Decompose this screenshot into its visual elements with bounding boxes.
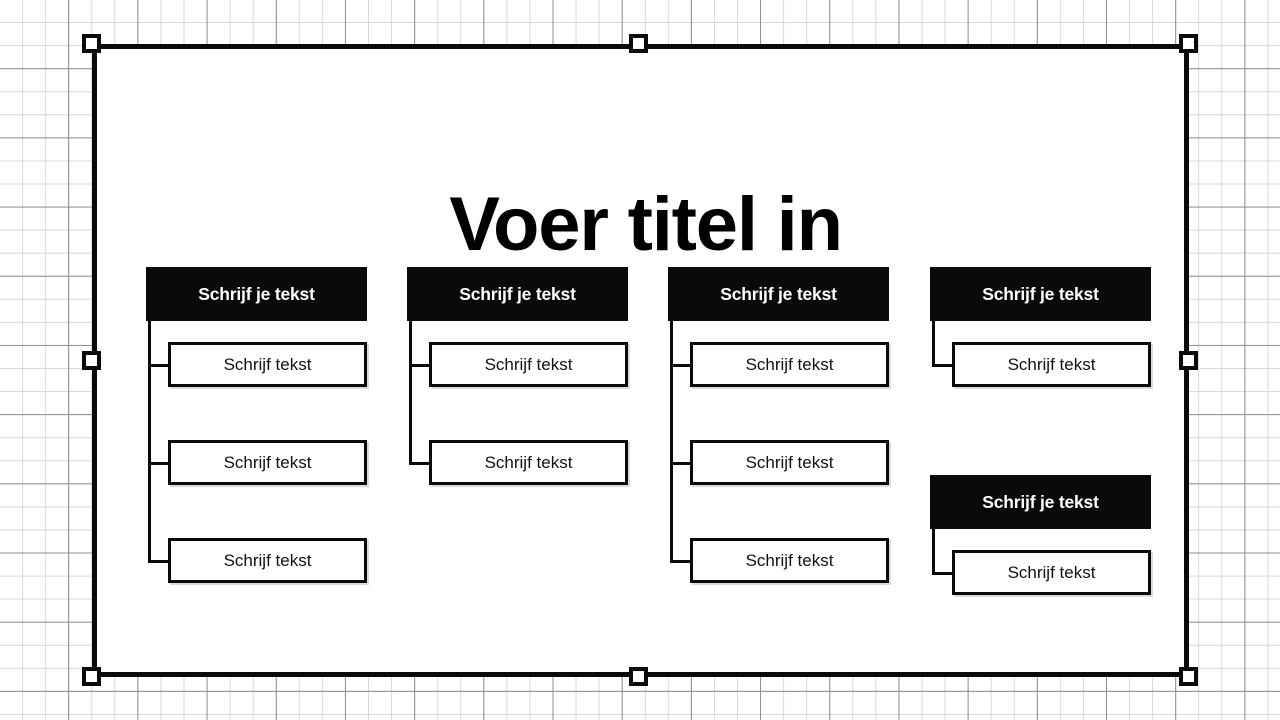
connector-trunk	[409, 321, 412, 463]
child-node[interactable]: Schrijf tekst	[690, 342, 889, 387]
connector-branch	[670, 560, 692, 563]
selection-handle-top-left[interactable]	[82, 34, 101, 53]
connector-branch	[932, 364, 954, 367]
connector-trunk	[932, 321, 935, 366]
child-node[interactable]: Schrijf tekst	[429, 342, 628, 387]
child-node[interactable]: Schrijf tekst	[690, 538, 889, 583]
connector-trunk	[670, 321, 673, 561]
child-node[interactable]: Schrijf tekst	[429, 440, 628, 485]
connector-branch	[148, 462, 170, 465]
connector-branch	[409, 462, 431, 465]
child-node[interactable]: Schrijf tekst	[952, 342, 1151, 387]
org-chart-diagram[interactable]: Schrijf je tekst Schrijf tekst Schrijf t…	[97, 49, 1194, 682]
selection-handle-middle-right[interactable]	[1179, 351, 1198, 370]
child-node[interactable]: Schrijf tekst	[952, 550, 1151, 595]
group-header-node[interactable]: Schrijf je tekst	[668, 267, 889, 321]
selection-handle-top-right[interactable]	[1179, 34, 1198, 53]
connector-branch	[932, 572, 954, 575]
child-node[interactable]: Schrijf tekst	[168, 342, 367, 387]
selection-handle-top-center[interactable]	[629, 34, 648, 53]
connector-trunk	[932, 529, 935, 574]
group-header-node[interactable]: Schrijf je tekst	[930, 267, 1151, 321]
group-header-node[interactable]: Schrijf je tekst	[146, 267, 367, 321]
connector-branch	[409, 364, 431, 367]
connector-branch	[670, 462, 692, 465]
connector-branch	[670, 364, 692, 367]
connector-branch	[148, 364, 170, 367]
page-title[interactable]: Voer titel in	[449, 182, 843, 267]
selection-handle-bottom-center[interactable]	[629, 667, 648, 686]
selection-handle-bottom-left[interactable]	[82, 667, 101, 686]
child-node[interactable]: Schrijf tekst	[168, 440, 367, 485]
selection-handle-bottom-right[interactable]	[1179, 667, 1198, 686]
selection-handle-middle-left[interactable]	[82, 351, 101, 370]
child-node[interactable]: Schrijf tekst	[168, 538, 367, 583]
group-header-node[interactable]: Schrijf je tekst	[407, 267, 628, 321]
slide-canvas[interactable]: Voer titel in Schrijf je tekst Schrijf t…	[92, 44, 1189, 677]
connector-trunk	[148, 321, 151, 561]
group-header-node[interactable]: Schrijf je tekst	[930, 475, 1151, 529]
child-node[interactable]: Schrijf tekst	[690, 440, 889, 485]
connector-branch	[148, 560, 170, 563]
